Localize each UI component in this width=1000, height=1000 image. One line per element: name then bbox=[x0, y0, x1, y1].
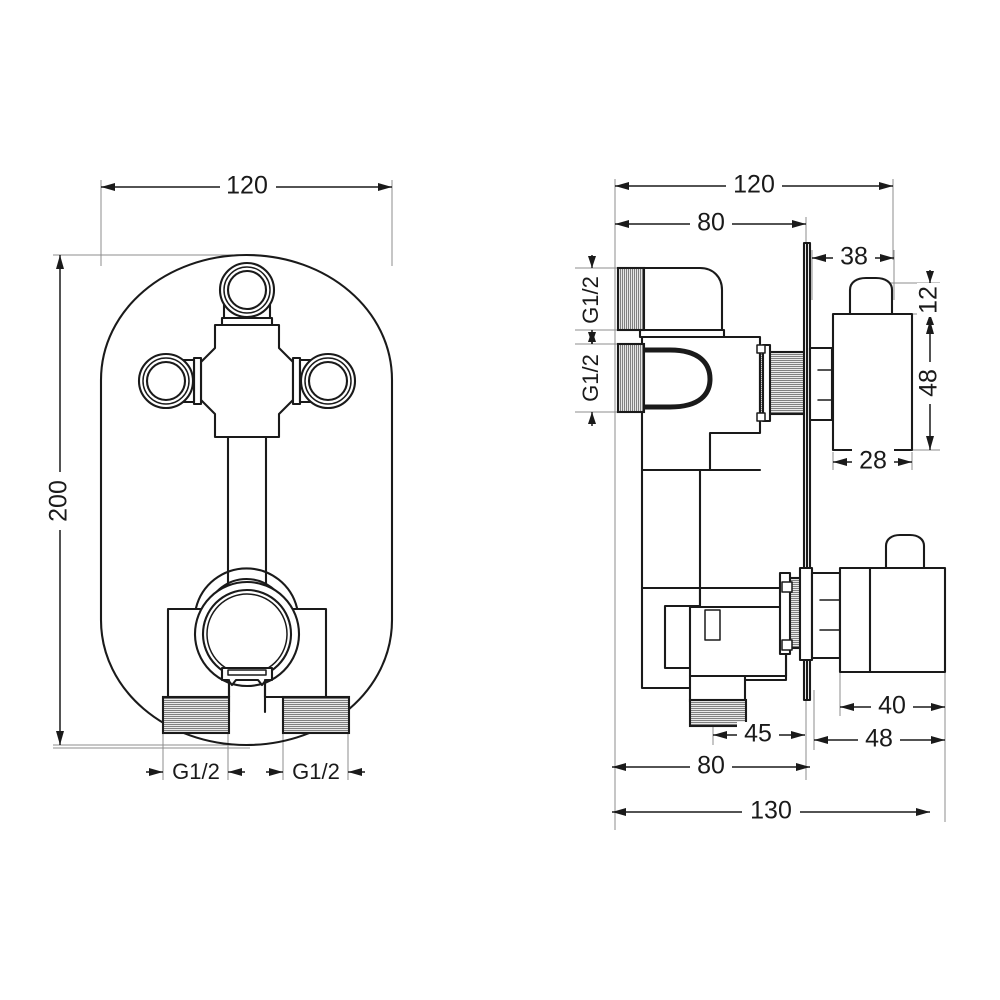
upper-knob-body bbox=[831, 312, 914, 452]
cross-right-cap-ring1 bbox=[304, 357, 352, 405]
dim-side-knob-height: 48 bbox=[915, 320, 943, 450]
diverter-boss-outer bbox=[193, 580, 301, 688]
wall-thread-lower-collar-b bbox=[798, 566, 814, 662]
escutcheon-oval-outline bbox=[99, 253, 394, 747]
wall-thread-lower-collar-a bbox=[778, 571, 792, 656]
cross-left-cap-ring1 bbox=[142, 357, 190, 405]
front-right-port-thread bbox=[281, 695, 351, 735]
diverter-saddle-slot bbox=[227, 669, 267, 676]
dim-side-wall-to-knob-face-label: 48 bbox=[865, 725, 893, 753]
top-inlet-flange bbox=[638, 328, 726, 339]
cartridge-u-profile bbox=[644, 347, 713, 410]
diverter-collar-arc bbox=[194, 567, 299, 610]
dim-front-height-label: 200 bbox=[45, 480, 73, 522]
cross-top-cap-ring1 bbox=[223, 266, 271, 314]
chamber-detail-tab-lower bbox=[781, 639, 793, 651]
middle-inlet-thread bbox=[616, 342, 646, 414]
dim-front-width-label: 120 bbox=[226, 172, 268, 200]
top-inlet-thread bbox=[616, 266, 646, 332]
dim-side-knob-width: 28 bbox=[833, 447, 912, 475]
cross-top-cap-inner bbox=[226, 269, 268, 311]
dim-front-port-left: G1/2 bbox=[146, 759, 245, 784]
cross-left-spindle bbox=[192, 356, 203, 406]
wall-thread-upper-collar bbox=[761, 343, 772, 423]
cross-right-spindle bbox=[291, 356, 302, 406]
dim-side-knob-stem-height-label: 12 bbox=[915, 286, 943, 314]
dim-side-body-depth-label: 80 bbox=[697, 752, 725, 780]
dim-side-wall-to-knob-face: 48 bbox=[814, 725, 945, 753]
dim-side-body-width-label: 80 bbox=[697, 209, 725, 237]
escutcheon-ring-upper bbox=[808, 346, 834, 422]
upper-knob-stem bbox=[848, 276, 894, 316]
dim-side-knob-height-label: 48 bbox=[915, 369, 943, 397]
dim-front-port-left-label: G1/2 bbox=[172, 759, 220, 784]
dim-side-knob-offset-label: 38 bbox=[840, 243, 868, 271]
dim-front-width: 120 bbox=[101, 172, 392, 200]
lower-knob-stem bbox=[884, 533, 926, 570]
body-detail-tab-lower bbox=[756, 412, 766, 422]
side-view: 120 80 38 12 bbox=[575, 171, 947, 830]
cross-right-cap-inner bbox=[307, 360, 349, 402]
dim-front-height: 200 bbox=[45, 255, 73, 745]
dim-side-knob-stem-height: 12 bbox=[915, 270, 943, 325]
top-inlet-elbow bbox=[640, 266, 724, 332]
valve-lower-body-rear bbox=[640, 468, 702, 590]
dim-side-outlet-to-wall-label: 45 bbox=[744, 720, 772, 748]
chamber-detail-tab-upper bbox=[781, 581, 793, 593]
chamber-side-slot bbox=[704, 609, 721, 641]
body-detail-tab-upper bbox=[756, 344, 766, 354]
dim-side-knob-width-label: 28 bbox=[859, 447, 887, 475]
dim-side-lower-knob-width: 40 bbox=[840, 692, 945, 720]
front-left-port-thread bbox=[161, 695, 231, 735]
dim-side-total-width-label: 120 bbox=[733, 171, 775, 199]
dim-side-body-depth: 80 bbox=[612, 752, 810, 780]
bottom-outlet-column bbox=[688, 674, 747, 704]
front-view: 120 200 G1/2 G1/2 bbox=[45, 172, 394, 784]
center-connector-stem bbox=[226, 435, 268, 602]
dim-side-body-width: 80 bbox=[615, 209, 806, 237]
dim-side-overall-depth-label: 130 bbox=[750, 797, 792, 825]
dim-side-lower-knob-width-label: 40 bbox=[878, 692, 906, 720]
dim-side-outlet-to-wall: 45 bbox=[713, 720, 805, 748]
cross-valve-body bbox=[199, 323, 295, 439]
bottom-outlet-thread bbox=[688, 698, 748, 728]
dim-front-port-right-label: G1/2 bbox=[292, 759, 340, 784]
dim-side-knob-offset: 38 bbox=[812, 243, 894, 271]
dim-side-overall-depth: 130 bbox=[612, 797, 930, 825]
cross-left-cap-inner bbox=[145, 360, 187, 402]
dim-side-inlet-bottom: G1/2 bbox=[578, 332, 603, 426]
dim-side-total-width: 120 bbox=[615, 171, 893, 199]
dim-side-inlet-top-label: G1/2 bbox=[578, 276, 603, 324]
escutcheon-ring-lower bbox=[810, 571, 842, 660]
lower-knob-body bbox=[838, 566, 947, 674]
dim-front-port-right: G1/2 bbox=[266, 759, 365, 784]
dim-side-inlet-bottom-label: G1/2 bbox=[578, 354, 603, 402]
